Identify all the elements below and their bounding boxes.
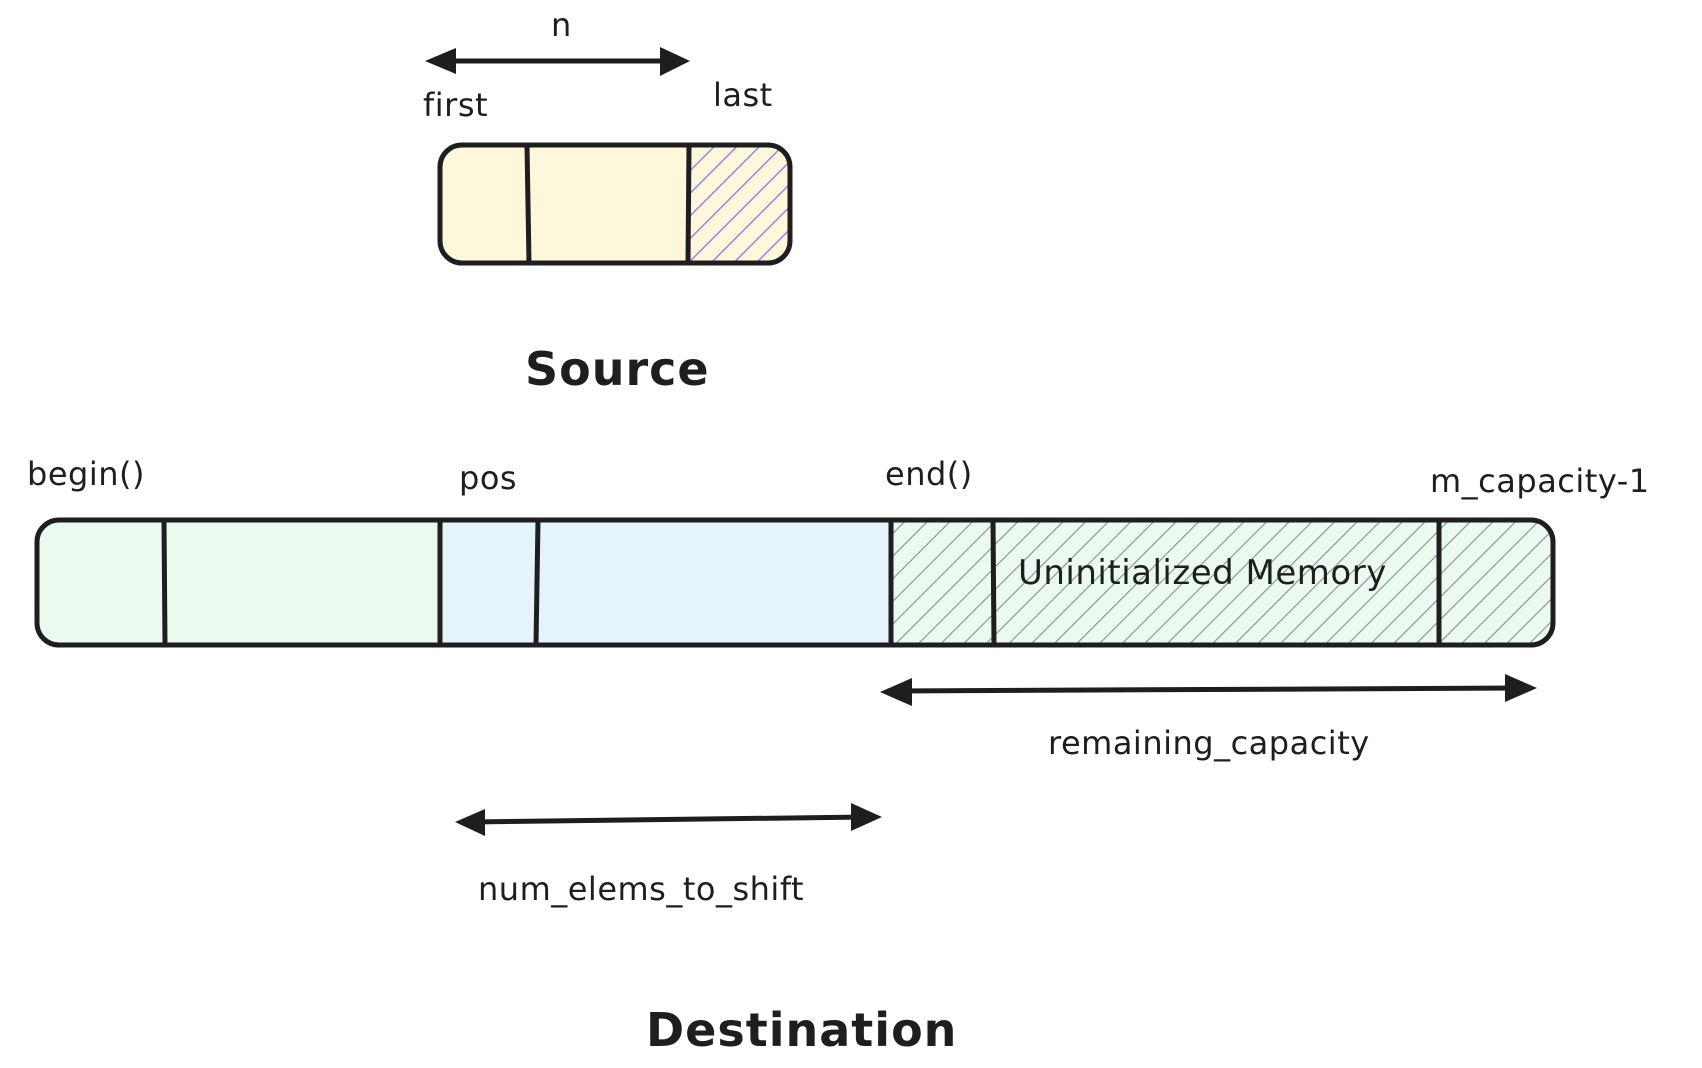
- arrowhead-left-icon: [880, 678, 912, 706]
- label-remaining-capacity: remaining_capacity: [1048, 724, 1370, 762]
- label-first: first: [423, 86, 489, 124]
- uninitialized-memory-label: Uninitialized Memory: [1018, 553, 1387, 593]
- destination-array: [37, 520, 1553, 645]
- label-num-elems-to-shift: num_elems_to_shift: [478, 870, 805, 908]
- n-arrow: [425, 47, 690, 76]
- label-pos: pos: [459, 459, 518, 497]
- label-n: n: [551, 6, 572, 44]
- source-divider: [685, 144, 692, 264]
- dest-shift-region: [440, 520, 891, 645]
- source-array: [440, 145, 790, 263]
- destination-title: Destination: [646, 1003, 958, 1057]
- arrowhead-right-icon: [660, 47, 690, 76]
- dest-divider: [990, 519, 997, 646]
- arrowhead-left-icon: [455, 809, 485, 836]
- source-divider: [524, 144, 532, 264]
- source-title: Source: [525, 342, 710, 396]
- label-last: last: [713, 76, 773, 114]
- arrowhead-right-icon: [1505, 674, 1537, 702]
- label-end: end(): [885, 455, 973, 493]
- destination-array-border: [34, 517, 1556, 648]
- arrowhead-right-icon: [851, 803, 882, 831]
- dest-initialized-region: [37, 520, 442, 645]
- arrowhead-left-icon: [425, 48, 456, 74]
- source-cell-last-hatched: [688, 145, 790, 263]
- dest-divider: [533, 519, 541, 646]
- dest-uninitialized-hatch: [891, 520, 1553, 645]
- num-elems-to-shift-arrow: [455, 803, 882, 836]
- label-begin: begin(): [27, 455, 145, 493]
- remaining-capacity-arrow: [880, 674, 1537, 706]
- source-array-border: [437, 142, 793, 266]
- label-capacity: m_capacity-1: [1430, 462, 1650, 500]
- dest-divider: [161, 519, 168, 646]
